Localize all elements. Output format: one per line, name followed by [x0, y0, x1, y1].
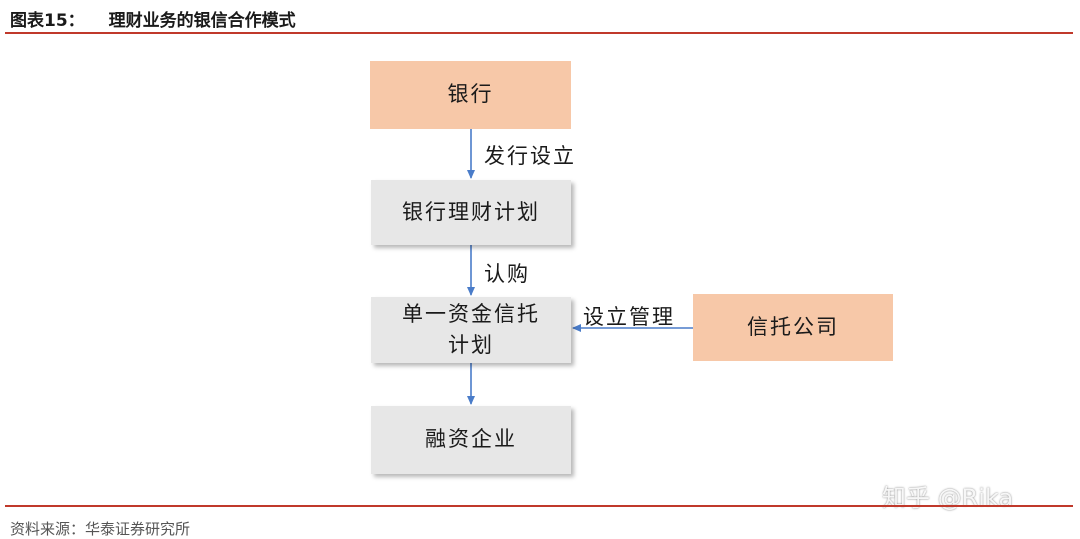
node-bank-wealth-plan: 银行理财计划: [371, 180, 571, 245]
bottom-divider: [5, 505, 1073, 507]
edge-label-issue-establish: 发行设立: [484, 144, 576, 168]
edge-label-establish-manage: 设立管理: [583, 305, 675, 329]
top-divider: [5, 32, 1073, 34]
figure-number: 图表15：: [10, 11, 85, 31]
source-note: 资料来源：华泰证券研究所: [10, 520, 191, 538]
node-trust-company: 信托公司: [693, 294, 893, 361]
figure-title: 图表15： 理财业务的银信合作模式: [10, 6, 296, 31]
figure-title-text: 理财业务的银信合作模式: [108, 11, 296, 31]
node-bank: 银行: [370, 61, 571, 129]
edge-label-subscribe: 认购: [484, 262, 530, 286]
node-financing-enterprise: 融资企业: [371, 406, 571, 474]
watermark: 知乎 @Rika: [882, 484, 1014, 512]
node-single-trust-plan: 单一资金信托 计划: [371, 297, 571, 363]
